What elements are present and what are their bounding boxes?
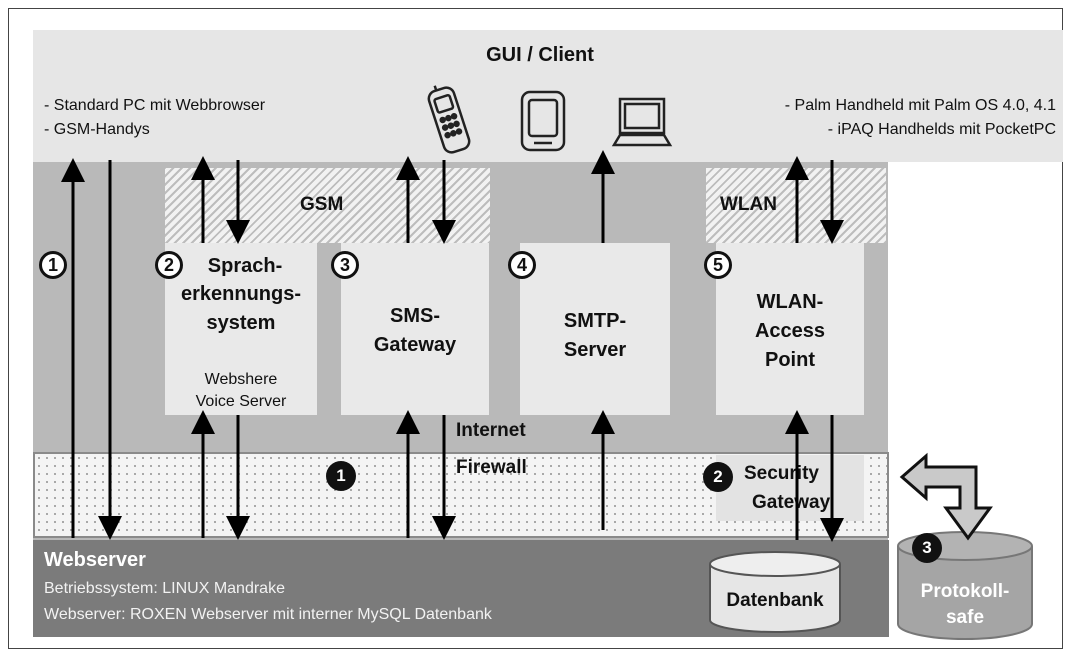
mobile-phone-icon [427, 85, 471, 154]
protokoll-bent-arrow [899, 452, 993, 541]
datenbank-label: Datenbank [726, 590, 824, 611]
internet-label: Internet [456, 420, 526, 441]
security-marker-2: 2 [703, 462, 733, 492]
gui-right-line1: - Palm Handheld mit Palm OS 4.0, 4.1 [784, 97, 1056, 114]
wlan-label: WLAN [720, 194, 777, 215]
marker-3: 3 [331, 251, 359, 279]
marker-4: 4 [508, 251, 536, 279]
diagram-frame [8, 8, 1063, 649]
laptop-icon [611, 97, 673, 147]
sms-line2: Gateway [373, 334, 457, 356]
smtp-server-box [520, 243, 670, 415]
gui-title: GUI / Client [486, 44, 594, 66]
gui-right-line2: - iPAQ Handhelds mit PocketPC [827, 121, 1056, 138]
gsm-label: GSM [300, 194, 344, 215]
sprach-sub2: Voice Server [195, 393, 287, 410]
wlan-access-point-box [716, 243, 864, 415]
sprach-line3: system [206, 312, 276, 334]
webserver-line1: Betriebssystem: LINUX Mandrake [44, 580, 285, 597]
gui-left-line1: - Standard PC mit Webbrowser [44, 97, 266, 114]
wlan-line2: Access [754, 320, 826, 342]
firewall-label: Firewall [456, 457, 527, 478]
marker-2: 2 [155, 251, 183, 279]
security-line1: Security [744, 463, 819, 484]
firewall-marker-1: 1 [326, 461, 356, 491]
sprach-line2: erkennungs- [180, 283, 302, 305]
wlan-line3: Point [765, 349, 815, 371]
security-line2: Gateway [752, 492, 831, 513]
protokollsafe-line2: safe [945, 607, 985, 628]
smtp-line1: SMTP- [563, 310, 627, 332]
security-gateway-box [716, 455, 864, 521]
pda-icon [520, 90, 566, 152]
marker-1: 1 [39, 251, 67, 279]
sms-gateway-box [341, 243, 489, 415]
marker-5: 5 [704, 251, 732, 279]
protokollsafe-line1: Protokoll- [920, 581, 1010, 602]
gui-band [33, 30, 1063, 162]
webserver-title: Webserver [44, 549, 146, 571]
sprach-line1: Sprach- [207, 255, 283, 277]
sprach-box [165, 243, 317, 415]
gui-left-line2: - GSM-Handys [44, 121, 150, 138]
sprach-sub1: Webshere [204, 371, 278, 388]
webserver-line2: Webserver: ROXEN Webserver mit interner … [44, 606, 492, 623]
smtp-line2: Server [563, 339, 627, 361]
wlan-line1: WLAN- [756, 291, 824, 313]
sms-line1: SMS- [390, 305, 440, 327]
datenbank-cylinder [709, 551, 841, 633]
protokollsafe-marker-3: 3 [912, 533, 942, 563]
